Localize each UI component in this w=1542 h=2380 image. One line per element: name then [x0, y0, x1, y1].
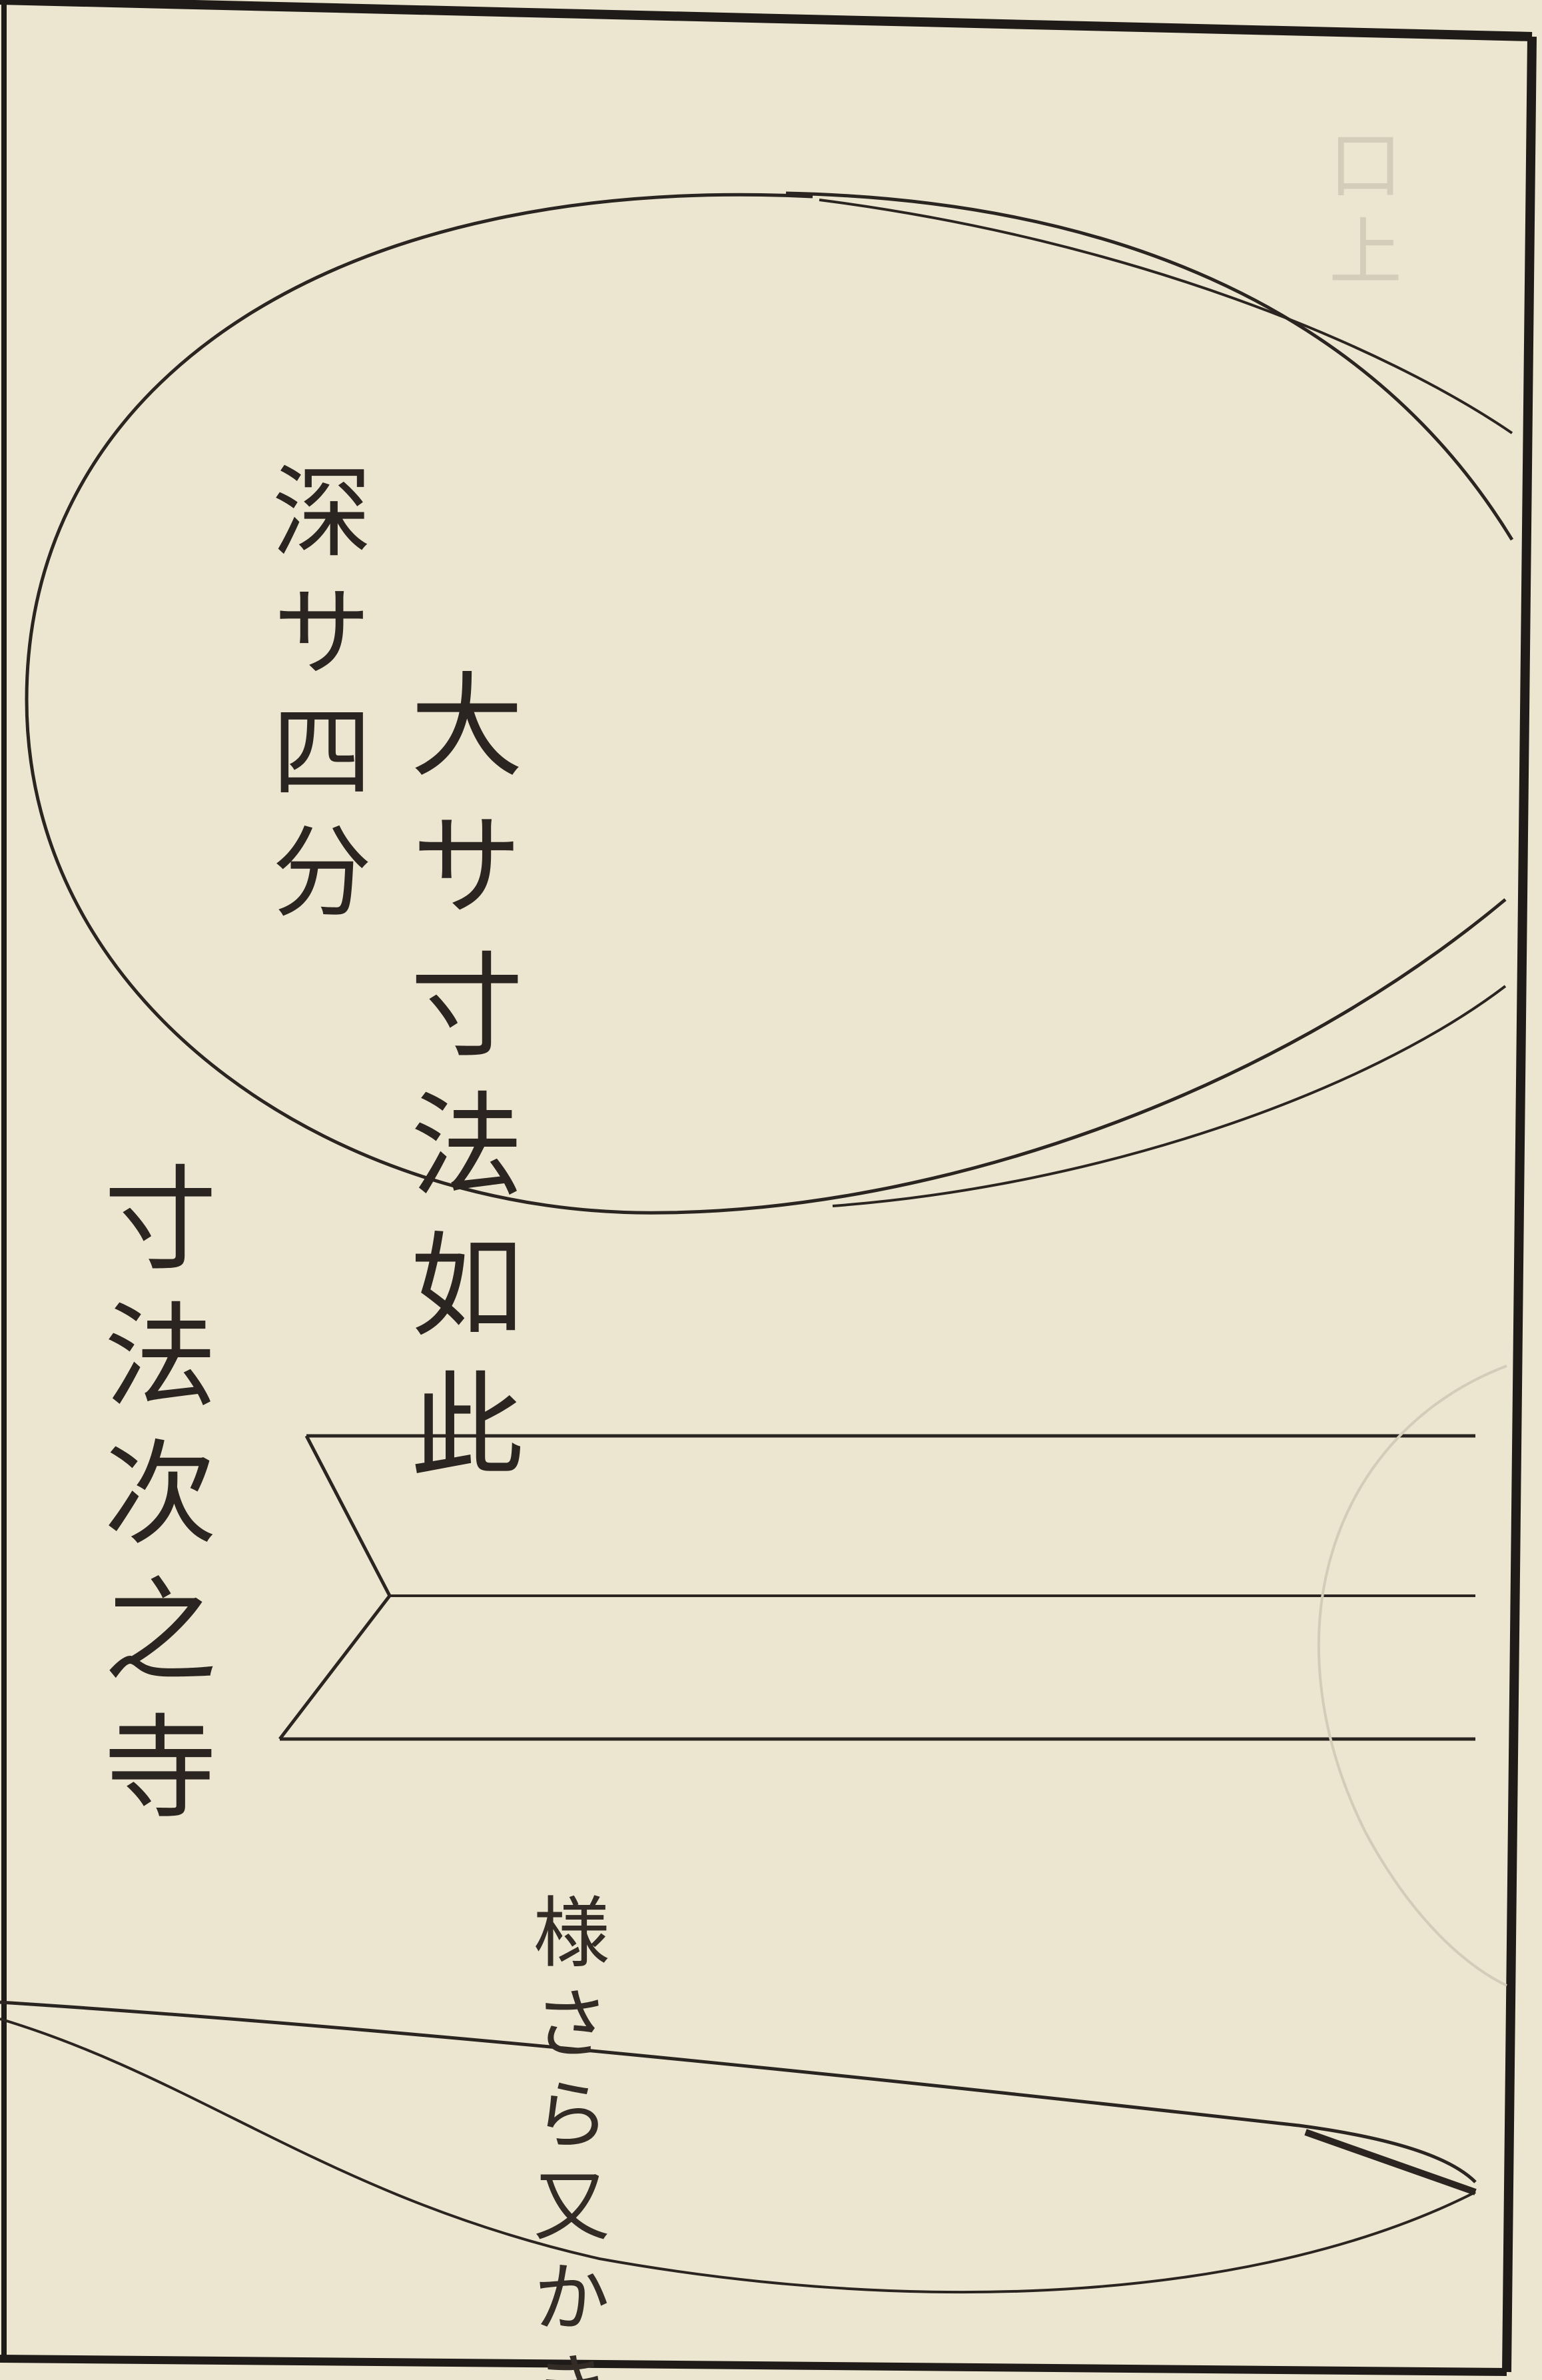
side-caption: 寸法次之寺 [84, 1159, 216, 1846]
ladle-depth-label: 深サ四分 [255, 460, 371, 939]
ladle-bowl-outline [25, 193, 1507, 1215]
ladle-size-label: 大サ寸法如此 [390, 666, 522, 1506]
lower-curve-inner [0, 2018, 1476, 2294]
lower-curve-outer [0, 2000, 1477, 2183]
page-frame-bottom [0, 2355, 1507, 2376]
bleed-through-text: 口上 [1316, 127, 1401, 300]
bleed-through-arc [1317, 1365, 1507, 1987]
handle-notch [278, 1435, 392, 1740]
page-frame-right [1502, 36, 1537, 2373]
page-frame-top [0, 0, 1533, 41]
lower-curve-tip [1304, 2129, 1477, 2195]
ladle-rim-lower [832, 985, 1507, 1207]
lower-caption: 様さら又かき [520, 1892, 609, 2380]
ladle-rim-upper [785, 191, 1514, 541]
ladle-rim-upper-inner [819, 199, 1513, 434]
